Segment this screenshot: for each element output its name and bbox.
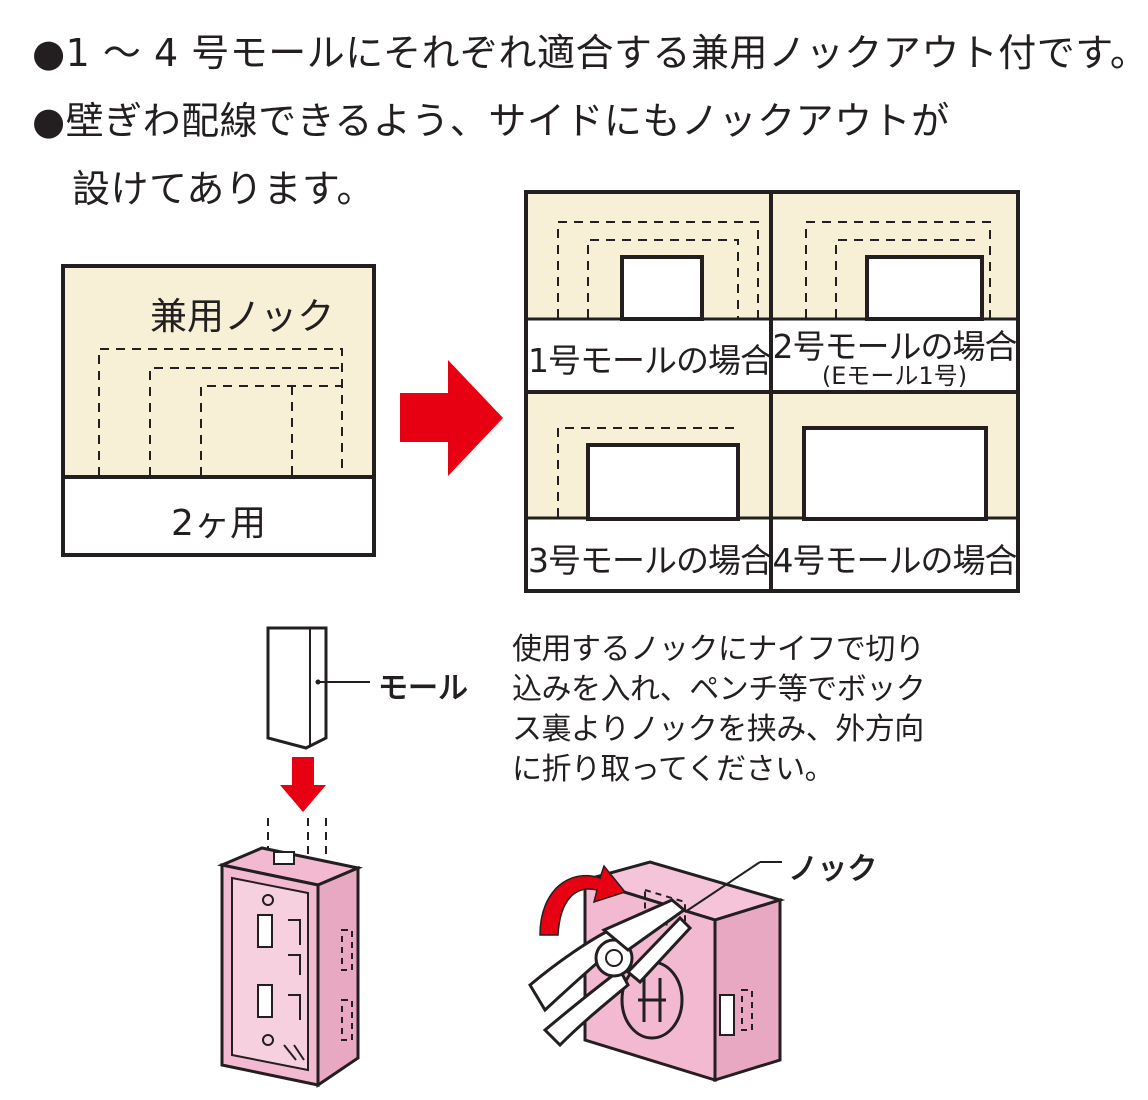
bullet-line-1: ●1 〜 4 号モールにそれぞれ適合する兼用ノックアウト付です。 [32, 31, 1148, 75]
combined-knock-title: 兼用ノック [150, 295, 335, 338]
bullet-line-3: 設けてあります。 [72, 167, 376, 211]
instruction-line: ス裏よりノックを挟み、外方向 [512, 712, 924, 747]
instruction-line: に折り取ってください。 [512, 752, 835, 787]
pliers-icon [528, 898, 693, 1048]
red-curved-arrow [539, 864, 627, 936]
instructions: 使用するノックにナイフで切り 込みを入れ、ペンチ等でボック ス裏よりノックを挟み… [512, 630, 926, 790]
combined-knock-box [61, 264, 376, 557]
red-arrow-down [280, 757, 326, 812]
two-gang-label: 2ヶ用 [171, 503, 266, 544]
knock-label: ノック [788, 852, 878, 887]
cell-label-3: 3号モールの場合 [528, 541, 773, 580]
mall-label: モール [378, 671, 468, 706]
red-arrow-right [400, 360, 503, 476]
bullet-line-2: ●壁ぎわ配線できるよう、サイドにもノックアウトが [32, 99, 950, 143]
pink-box-front [217, 818, 363, 1088]
mall-size-grid [524, 190, 1020, 593]
instruction-line: 込みを入れ、ペンチ等でボック [512, 672, 926, 707]
cell-label-1: 1号モールの場合 [528, 341, 773, 380]
mall-strip [266, 626, 370, 750]
cell-label-4: 4号モールの場合 [772, 541, 1018, 580]
cell-label-2-sub: (Eモール1号) [821, 362, 968, 390]
cell-label-2: 2号モールの場合 [772, 327, 1018, 366]
instruction-line: 使用するノックにナイフで切り [512, 632, 925, 667]
knock-dashed-outlines [98, 348, 343, 476]
diagram-canvas [61, 190, 1020, 1088]
